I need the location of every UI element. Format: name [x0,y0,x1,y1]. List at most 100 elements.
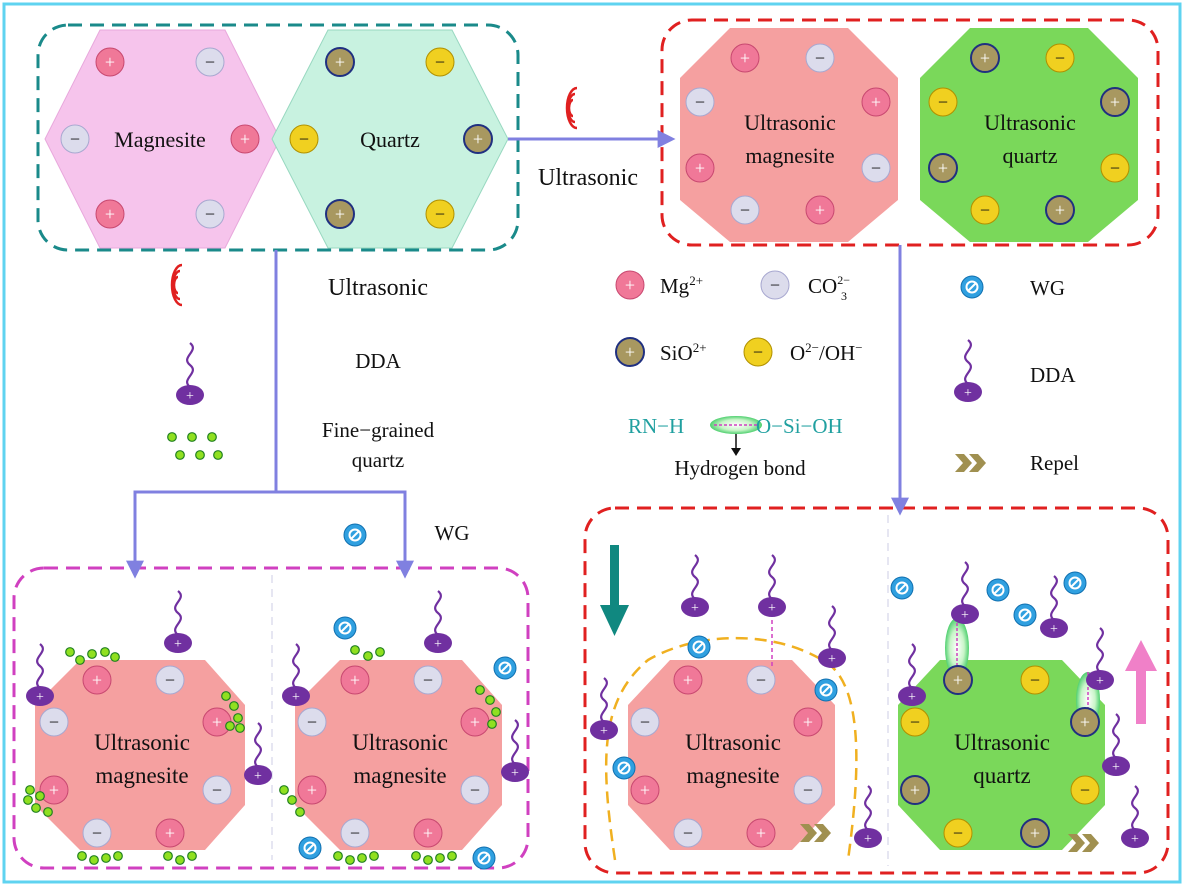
ion-sign: + [691,601,699,616]
mg-ion-icon: + [202,707,232,737]
ion-sign: + [165,823,175,843]
magnesite-octagon-a [35,660,245,850]
ultrasonic-wave-icon [565,86,578,130]
dda-molecule-icon: + [954,339,982,402]
ion-sign: + [815,200,825,220]
ion-sign: − [770,275,780,295]
ion-sign: + [434,637,442,652]
ion-sign: + [864,832,872,847]
legend-co3: CO2−3 [808,273,850,303]
ion-sign: − [299,129,309,149]
u-mag-b-line2: magnesite [353,763,446,788]
ion-sign: − [953,823,963,843]
sio-ion-icon: + [463,124,493,154]
sio-ion-icon: + [1020,818,1050,848]
mg-ion-icon: + [230,124,260,154]
mg-ion-icon: + [861,87,891,117]
oh-ion-icon: − [943,818,973,848]
ion-sign: − [756,670,766,690]
wg-molecule-icon [1013,603,1037,627]
fine-quartz-dot [233,713,243,723]
u-qtz-top-line2: quartz [1003,143,1058,168]
fine-quartz-dot [187,851,197,861]
ion-sign: − [165,670,175,690]
oh-ion-icon: − [970,195,1000,225]
dda-molecule-icon: + [681,554,709,617]
oh-ion-icon: − [928,87,958,117]
dda-molecule-icon: + [1102,713,1130,776]
legend-oxy: O2−/OH− [790,340,863,365]
wg-molecule-icon [814,678,838,702]
fine-quartz-dot [175,855,185,865]
legend-sio: SiO2+ [660,340,707,365]
ion-sign: − [92,823,102,843]
fine-quartz-dot [187,432,197,442]
u-qtz-line2: quartz [973,763,1030,788]
ion-sign: + [803,712,813,732]
fine-quartz-dot [229,701,239,711]
wg-molecule-icon [343,523,367,547]
fine-quartz-dot [213,450,223,460]
dda-molecule-icon: + [501,719,529,782]
ion-sign: − [205,52,215,72]
ion-sign: + [1050,622,1058,637]
ultrasonic-wave-icon [170,263,183,307]
ion-sign: + [640,780,650,800]
sio-ion-icon: + [928,153,958,183]
fine-quartz-dot [411,851,421,861]
dda-molecule-icon: + [951,561,979,624]
co3-ion-icon: − [39,707,69,737]
sio-ion-icon: + [1045,195,1075,225]
fine-quartz-dot [175,450,185,460]
ion-sign: − [938,92,948,112]
raw-minerals-box [36,23,520,252]
sio-ion-icon: + [325,47,355,77]
co3-ion-icon: − [861,153,891,183]
fine-quartz-dot [89,855,99,865]
ion-sign: − [980,200,990,220]
u-mag-top-line2: magnesite [745,143,834,168]
quartz-particle [271,29,509,249]
fine-quartz-dot [35,791,45,801]
ion-sign: − [910,712,920,732]
ultrasonic-right-label: Ultrasonic [538,165,638,191]
ion-sign: − [70,129,80,149]
u-mag-a-line2: magnesite [95,763,188,788]
ion-sign: + [470,712,480,732]
ion-sign: + [292,690,300,705]
hbond-right: O−Si−OH [756,414,843,438]
u-mag-c-line1: Ultrasonic [685,730,781,755]
ion-sign: + [335,204,345,224]
mg-ion-icon: + [95,47,125,77]
ion-sign: + [961,608,969,623]
ion-sign: + [908,690,916,705]
fine-quartz-dot [279,785,289,795]
co3-ion-icon: − [340,818,370,848]
dda-molecule-icon: + [164,590,192,653]
float-arrow-icon [1125,640,1157,724]
ion-sign: − [205,204,215,224]
wg-molecule-icon [612,756,636,780]
ion-sign: + [1080,712,1090,732]
fine-quartz-dot [345,855,355,865]
wg-molecule-icon [333,616,357,640]
ion-sign: + [1110,92,1120,112]
fine-quartz-dot [113,851,123,861]
fine-quartz-dot [110,652,120,662]
co3-ion-icon: − [413,665,443,695]
co3-ion-icon: − [195,199,225,229]
fine-quartz-dot [357,853,367,863]
fine-quartz-dot [475,685,485,695]
fine-quartz-dot [287,795,297,805]
ion-sign: + [335,52,345,72]
ion-sign: + [254,769,262,784]
ion-sign: + [964,386,972,401]
fine-grained-label-1: Fine−grained [322,418,435,442]
ion-sign: + [186,389,194,404]
co3-ion-icon: − [630,707,660,737]
ion-sign: − [1080,780,1090,800]
oh-ion-icon: − [743,337,773,367]
fine-quartz-dot [491,707,501,717]
quartz-octagon [898,660,1105,850]
